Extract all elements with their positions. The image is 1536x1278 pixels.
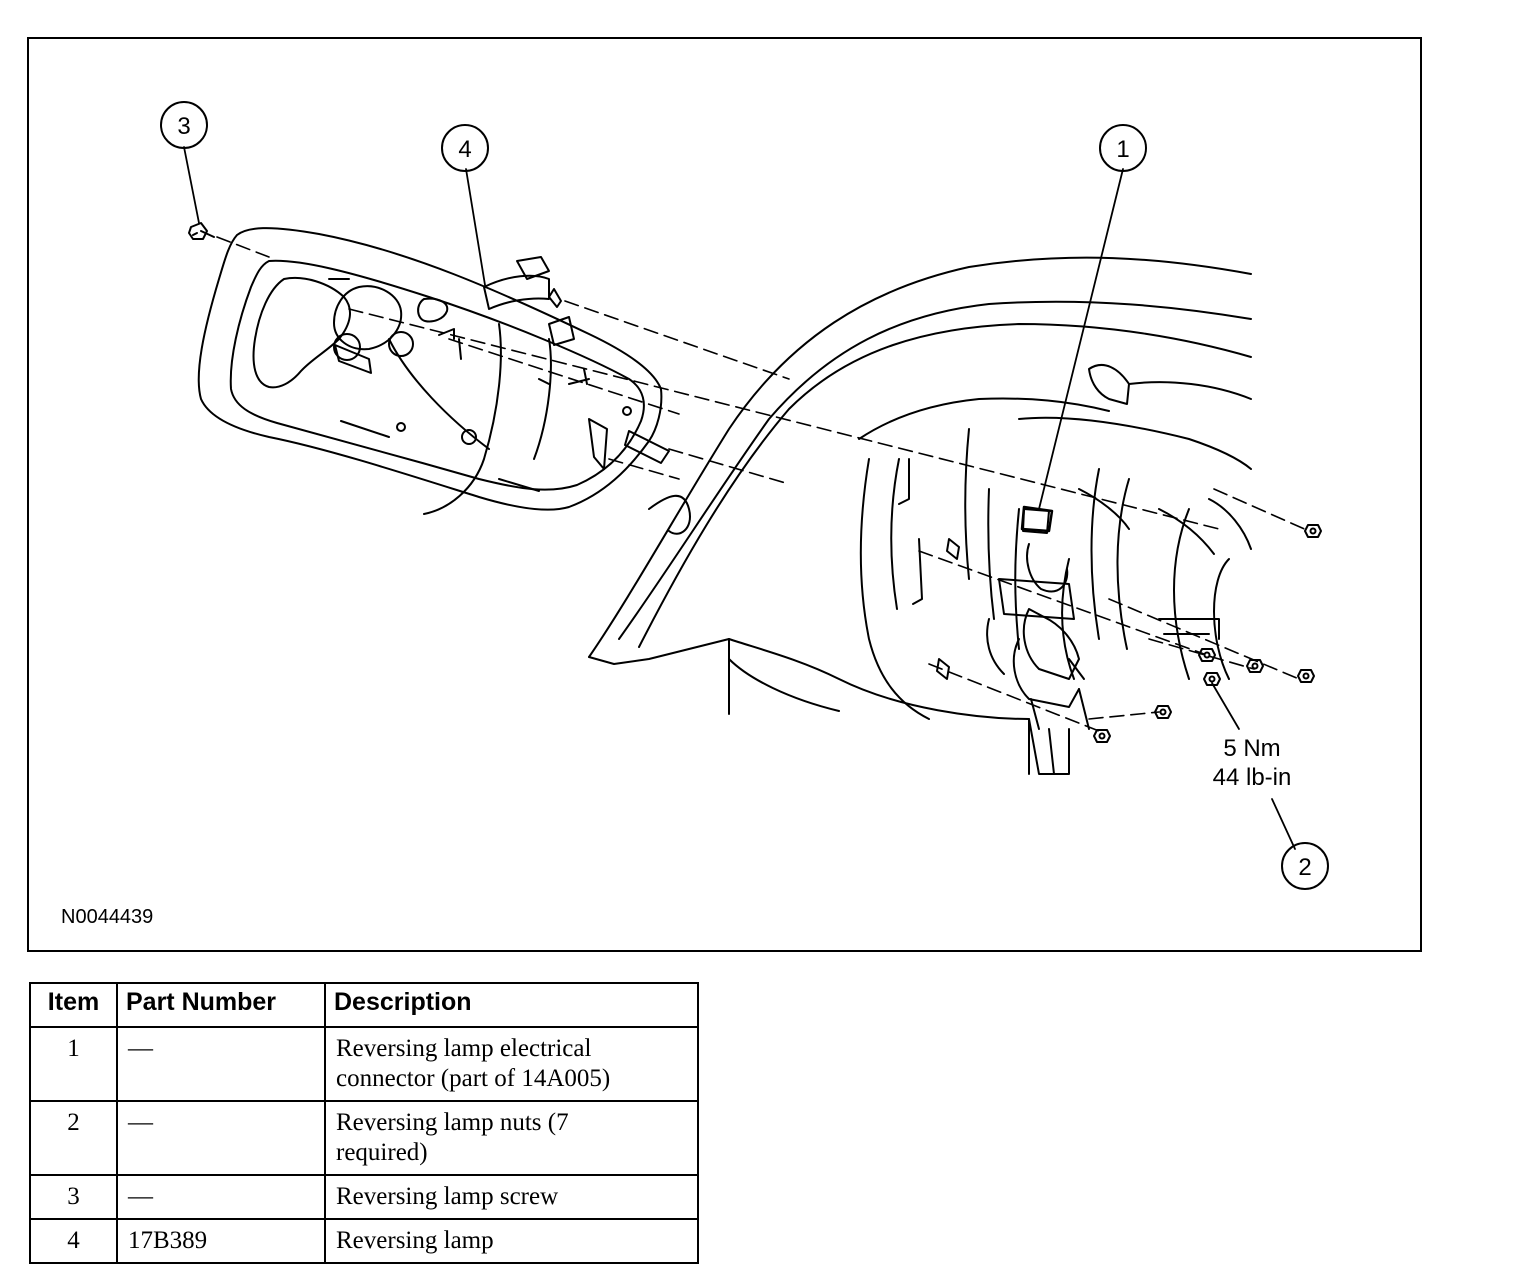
callout-1-label: 1 bbox=[1116, 136, 1129, 163]
table-row: 1 — Reversing lamp electrical connector … bbox=[29, 1026, 699, 1102]
part-number: — bbox=[116, 1026, 326, 1102]
connector-drawing bbox=[1020, 505, 1054, 533]
description-line: Reversing lamp screw bbox=[336, 1183, 559, 1210]
description-line: required) bbox=[336, 1139, 428, 1166]
callout-3-label: 3 bbox=[177, 113, 190, 140]
exploded-view-drawing: 3 4 1 2 5 Nm 44 lb-in N0044439 bbox=[61, 101, 1329, 928]
callout-circles bbox=[160, 101, 1329, 890]
assembly-lines bbox=[216, 236, 1310, 732]
part-number: — bbox=[116, 1174, 326, 1220]
screw-drawing bbox=[188, 222, 215, 240]
parts-table-header: Item Part Number Description bbox=[29, 982, 699, 1028]
torque-spec-imperial: 44 lb-in bbox=[1213, 764, 1292, 791]
header-part-number: Part Number bbox=[116, 982, 326, 1028]
header-item: Item bbox=[29, 982, 118, 1028]
item-number: 1 bbox=[29, 1026, 118, 1102]
callout-1-circle bbox=[1099, 124, 1147, 172]
description-line: Reversing lamp electrical bbox=[336, 1035, 592, 1062]
parts-table: Item Part Number Description 1 — Reversi… bbox=[29, 982, 699, 1264]
figure-id-code: N0044439 bbox=[61, 906, 153, 928]
item-number: 3 bbox=[29, 1174, 118, 1220]
description: Reversing lamp bbox=[324, 1218, 699, 1264]
callout-2-label: 2 bbox=[1298, 854, 1311, 881]
item-number: 4 bbox=[29, 1218, 118, 1264]
description: Reversing lamp nuts (7 required) bbox=[324, 1100, 699, 1176]
header-description: Description bbox=[324, 982, 699, 1028]
part-number: 17B389 bbox=[116, 1218, 326, 1264]
nuts-drawing bbox=[1093, 524, 1322, 743]
table-row: 4 17B389 Reversing lamp bbox=[29, 1218, 699, 1264]
description-line: Reversing lamp nuts (7 bbox=[336, 1109, 569, 1136]
figure-frame: 3 4 1 2 5 Nm 44 lb-in N0044439 bbox=[27, 37, 1422, 952]
leader-lines bbox=[183, 146, 1296, 850]
table-row: 2 — Reversing lamp nuts (7 required) bbox=[29, 1100, 699, 1176]
callout-3-circle bbox=[160, 101, 208, 149]
description-line: connector (part of 14A005) bbox=[336, 1065, 611, 1092]
torque-spec-metric: 5 Nm bbox=[1223, 735, 1280, 762]
callout-4-label: 4 bbox=[458, 136, 471, 163]
callout-2-circle bbox=[1281, 842, 1329, 890]
table-row: 3 — Reversing lamp screw bbox=[29, 1174, 699, 1220]
description-line: Reversing lamp bbox=[336, 1227, 494, 1254]
vehicle-body-drawing bbox=[588, 256, 1252, 775]
item-number: 2 bbox=[29, 1100, 118, 1176]
callout-4-circle bbox=[441, 124, 489, 172]
description: Reversing lamp electrical connector (par… bbox=[324, 1026, 699, 1102]
part-number: — bbox=[116, 1100, 326, 1176]
description: Reversing lamp screw bbox=[324, 1174, 699, 1220]
reversing-lamp-drawing bbox=[197, 227, 670, 515]
